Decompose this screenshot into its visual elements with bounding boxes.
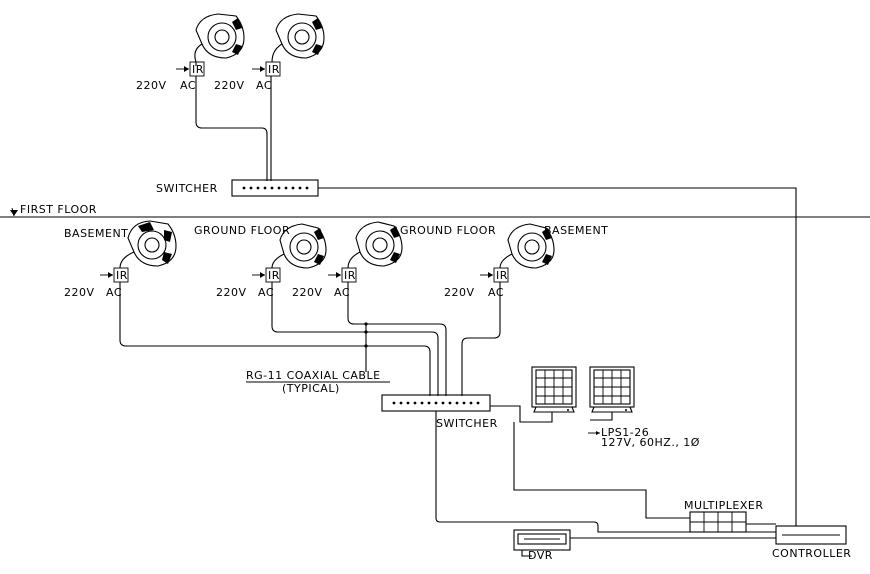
- power-spec: 127V, 60HZ., 1Ø: [601, 436, 700, 449]
- ir-sensor-icon: [113, 267, 129, 283]
- camera-voltage-label: 220V: [292, 286, 323, 299]
- multiplexer-label: MULTIPLEXER: [684, 499, 763, 512]
- controller: CONTROLLER: [772, 525, 851, 560]
- camera-voltage-label: 220V: [214, 79, 245, 92]
- camera-first-2: IR 220V AC: [214, 13, 325, 92]
- camera-voltage-label: 220V: [136, 79, 167, 92]
- camera-ir-label: IR: [344, 269, 356, 282]
- floor-divider: FIRST FLOOR: [0, 203, 870, 218]
- camera-voltage-label: 220V: [216, 286, 247, 299]
- camera-icon: [507, 223, 555, 269]
- cable-sub-label: (TYPICAL): [282, 382, 340, 395]
- camera-ground-2: GROUND FLOOR IR 220V AC: [292, 221, 496, 299]
- camera-location-label: BASEMENT: [64, 227, 128, 240]
- camera-ir-label: IR: [116, 269, 128, 282]
- ir-sensor-icon: [189, 61, 205, 77]
- power-label: LPS1-26: [601, 426, 649, 439]
- camera-current-label: AC: [180, 79, 196, 92]
- cable-annotation: RG-11 COAXIAL CABLE (TYPICAL): [246, 369, 390, 395]
- controller-label: CONTROLLER: [772, 547, 851, 560]
- monitor-2: [589, 366, 635, 413]
- dvr: DVR: [513, 529, 571, 562]
- first-floor-switcher: SWITCHER: [156, 179, 319, 197]
- ir-sensor-icon: [265, 267, 281, 283]
- camera-current-label: AC: [258, 286, 274, 299]
- power-supply-note: LPS1-26 127V, 60HZ., 1Ø: [588, 426, 700, 449]
- camera-location-label: GROUND FLOOR: [400, 224, 496, 237]
- camera-first-1: IR 220V AC: [136, 13, 245, 92]
- switcher-label: SWITCHER: [156, 182, 218, 195]
- camera-location-label: BASEMENT: [544, 224, 608, 237]
- camera-ir-label: IR: [268, 269, 280, 282]
- camera-basement-1: BASEMENT IR 220V AC: [64, 220, 177, 299]
- dvr-label: DVR: [528, 549, 553, 562]
- camera-current-label: AC: [488, 286, 504, 299]
- camera-current-label: AC: [256, 79, 272, 92]
- camera-icon: [355, 221, 403, 267]
- camera-basement-2: BASEMENT IR 220V AC: [444, 223, 608, 299]
- camera-current-label: AC: [334, 286, 350, 299]
- ir-sensor-icon: [341, 267, 357, 283]
- camera-voltage-label: 220V: [444, 286, 475, 299]
- multiplexer: MULTIPLEXER: [684, 499, 763, 533]
- ground-switcher: SWITCHER: [381, 394, 498, 430]
- camera-icon: [127, 220, 177, 267]
- camera-voltage-label: 220V: [64, 286, 95, 299]
- camera-current-label: AC: [106, 286, 122, 299]
- cable-label: RG-11 COAXIAL CABLE: [246, 369, 381, 382]
- floor-label: FIRST FLOOR: [20, 203, 97, 216]
- camera-icon: [279, 223, 327, 269]
- ir-sensor-icon: [265, 61, 281, 77]
- camera-ir-label: IR: [268, 63, 280, 76]
- camera-ground-1: GROUND FLOOR IR 220V AC: [194, 223, 327, 299]
- camera-location-label: GROUND FLOOR: [194, 224, 290, 237]
- camera-ir-label: IR: [192, 63, 204, 76]
- monitor-1: [531, 366, 577, 413]
- camera-icon: [195, 13, 245, 59]
- switcher-label: SWITCHER: [436, 417, 498, 430]
- camera-icon: [275, 13, 325, 59]
- ir-sensor-icon: [493, 267, 509, 283]
- camera-ir-label: IR: [496, 269, 508, 282]
